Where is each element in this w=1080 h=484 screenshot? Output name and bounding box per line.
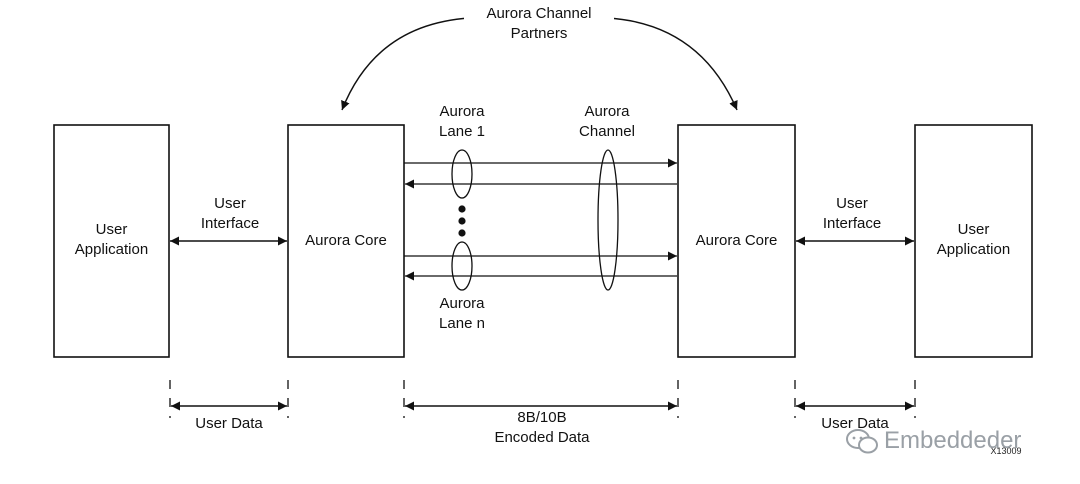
lane1-label: Aurora Lane 1 xyxy=(422,102,502,142)
right-user-interface-label: User Interface xyxy=(802,194,902,234)
watermark-text: Embeddeder xyxy=(884,427,1022,454)
watermark: Embeddeder xyxy=(842,424,1052,458)
title-line1: Aurora Channel xyxy=(464,4,614,24)
left-user-interface-label: User Interface xyxy=(180,194,280,234)
right-ui-line2: Interface xyxy=(822,215,882,232)
figure-id: X13009 xyxy=(990,446,1022,456)
channel-line1: Aurora xyxy=(584,103,630,120)
lane-dot xyxy=(458,229,466,237)
right-app-line2: Application xyxy=(936,241,1011,258)
right-user-application-block xyxy=(914,124,1033,358)
left-aurora-core-label: Aurora Core xyxy=(305,232,387,249)
lanen-line1: Aurora xyxy=(439,295,485,312)
lane-dot xyxy=(458,217,466,225)
title-line2: Partners xyxy=(510,25,568,42)
lane1-ellipse xyxy=(451,149,473,199)
encoded-data-label: 8B/10B Encoded Data xyxy=(467,408,617,448)
left-app-line1: User xyxy=(95,221,128,238)
left-app-line2: Application xyxy=(74,241,149,258)
diagram-title: Aurora Channel Partners xyxy=(464,4,614,44)
lanen-label: Aurora Lane n xyxy=(422,294,502,334)
right-aurora-core-block xyxy=(677,124,796,358)
right-user-application-label: User Application xyxy=(915,220,1032,260)
channel-label: Aurora Channel xyxy=(562,102,652,142)
left-user-application-label: User Application xyxy=(54,220,169,260)
channel-ellipse xyxy=(597,149,619,291)
encoded-line1: 8B/10B xyxy=(517,409,567,426)
partner-arrow-left xyxy=(341,17,471,111)
left-user-data-label: User Data xyxy=(195,415,263,432)
left-aurora-core-block xyxy=(287,124,405,358)
lane1-line1: Aurora xyxy=(439,103,485,120)
lane1-line2: Lane 1 xyxy=(439,123,485,140)
right-app-line1: User xyxy=(957,221,990,238)
chat-bubble-icon xyxy=(846,429,878,454)
right-user-data-label: User Data xyxy=(821,415,889,432)
lane-dot xyxy=(458,205,466,213)
lanen-ellipse xyxy=(451,241,473,291)
encoded-line2: Encoded Data xyxy=(494,429,590,446)
channel-line2: Channel xyxy=(579,123,635,140)
left-ui-line2: Interface xyxy=(200,215,260,232)
right-ui-line1: User xyxy=(836,195,868,212)
lanen-line2: Lane n xyxy=(439,315,485,332)
partner-arrow-right xyxy=(607,17,738,111)
left-ui-line1: User xyxy=(214,195,246,212)
left-user-application-block xyxy=(53,124,170,358)
dashed-guides xyxy=(169,380,916,418)
right-aurora-core-label: Aurora Core xyxy=(695,232,778,249)
